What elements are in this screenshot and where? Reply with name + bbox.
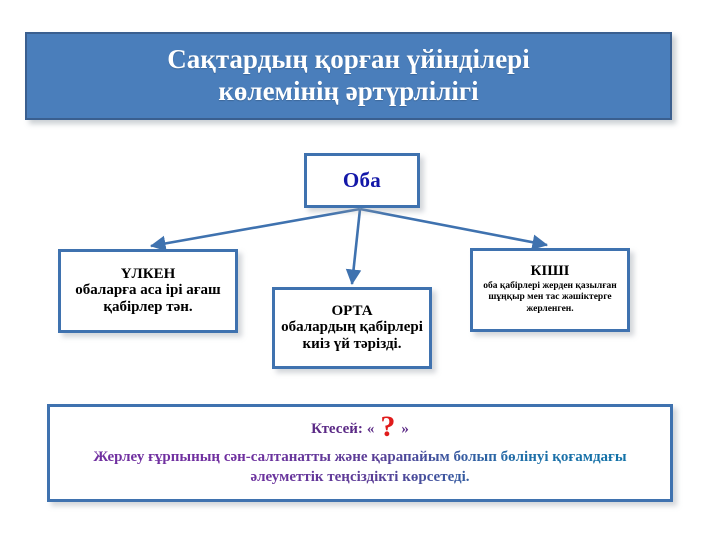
conclusion-prompt-line: Ктесей: « ? » (311, 410, 409, 444)
conclusion-prompt-label: Ктесей: (311, 421, 363, 438)
diagram-node-middle-head: ОРТА (331, 303, 373, 320)
diagram-node-small[interactable]: КІШІ оба қабірлері жерден қазылған шұңқы… (470, 248, 630, 332)
conclusion-text: Жерлеу ғұрпының сән-салтанатты және қара… (50, 448, 670, 486)
conclusion-panel: Ктесей: « ? » Жерлеу ғұрпының сән-салтан… (47, 404, 673, 502)
page-title-line-1: Сақтардың қорған үйінділері (167, 44, 530, 75)
diagram-node-root-label: Оба (342, 168, 382, 192)
page-title-line-2: көлемінің әртүрлілігі (218, 76, 479, 106)
quote-close-mark: » (401, 421, 409, 438)
diagram-node-middle[interactable]: ОРТА обалардың қабірлері киіз үй тәрізді… (272, 287, 432, 369)
page-title: Сақтардың қорған үйінділері көлемінің әр… (151, 44, 545, 108)
connector-root-to-large (149, 207, 361, 252)
diagram-node-small-head: КІШІ (530, 262, 570, 279)
diagram-node-root[interactable]: Оба (304, 153, 420, 208)
slide-title-banner: Сақтардың қорған үйінділері көлемінің әр… (25, 32, 672, 120)
question-mark-icon: ? (380, 410, 396, 444)
diagram-node-small-body: оба қабірлері жерден қазылған шұңқыр мен… (483, 280, 617, 315)
connector-root-to-small (359, 207, 549, 250)
diagram-node-large-head: ҮЛКЕН (120, 266, 176, 283)
diagram-node-middle-body: обалардың қабірлері киіз үй тәрізді. (281, 319, 423, 353)
diagram-node-large[interactable]: ҮЛКЕН обаларға аса ірі ағаш қабірлер тән… (58, 249, 238, 333)
connector-root-to-middle (345, 208, 362, 286)
diagram-node-large-body: обаларға аса ірі ағаш қабірлер тән. (75, 282, 221, 316)
quote-open-mark: « (366, 421, 375, 438)
